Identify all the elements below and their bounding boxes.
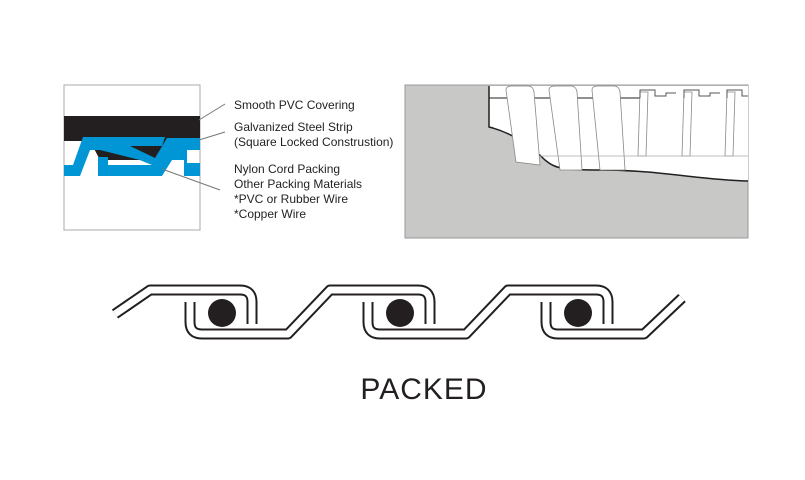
- label-packing-pvc: *PVC or Rubber Wire: [234, 192, 348, 206]
- label-covering: Smooth PVC Covering: [234, 98, 355, 112]
- steel-strip: [64, 137, 200, 176]
- label-packing: Nylon Cord Packing: [234, 162, 340, 176]
- label-packing-copper: *Copper Wire: [234, 207, 306, 221]
- inset-labels: Smooth PVC Covering Galvanized Steel Str…: [234, 98, 393, 221]
- cord-packing-1: [208, 299, 236, 327]
- label-strip: Galvanized Steel Strip: [234, 120, 353, 134]
- cross-section-inset: [63, 84, 226, 231]
- label-packing-other: Other Packing Materials: [234, 177, 362, 191]
- cord-packing-2: [386, 299, 414, 327]
- diagram-title: PACKED: [360, 373, 487, 406]
- cord-packing-3: [564, 299, 592, 327]
- label-strip-detail: (Square Locked Construstion): [234, 135, 393, 149]
- cutaway-view: [404, 84, 749, 239]
- packed-profile: [111, 284, 686, 340]
